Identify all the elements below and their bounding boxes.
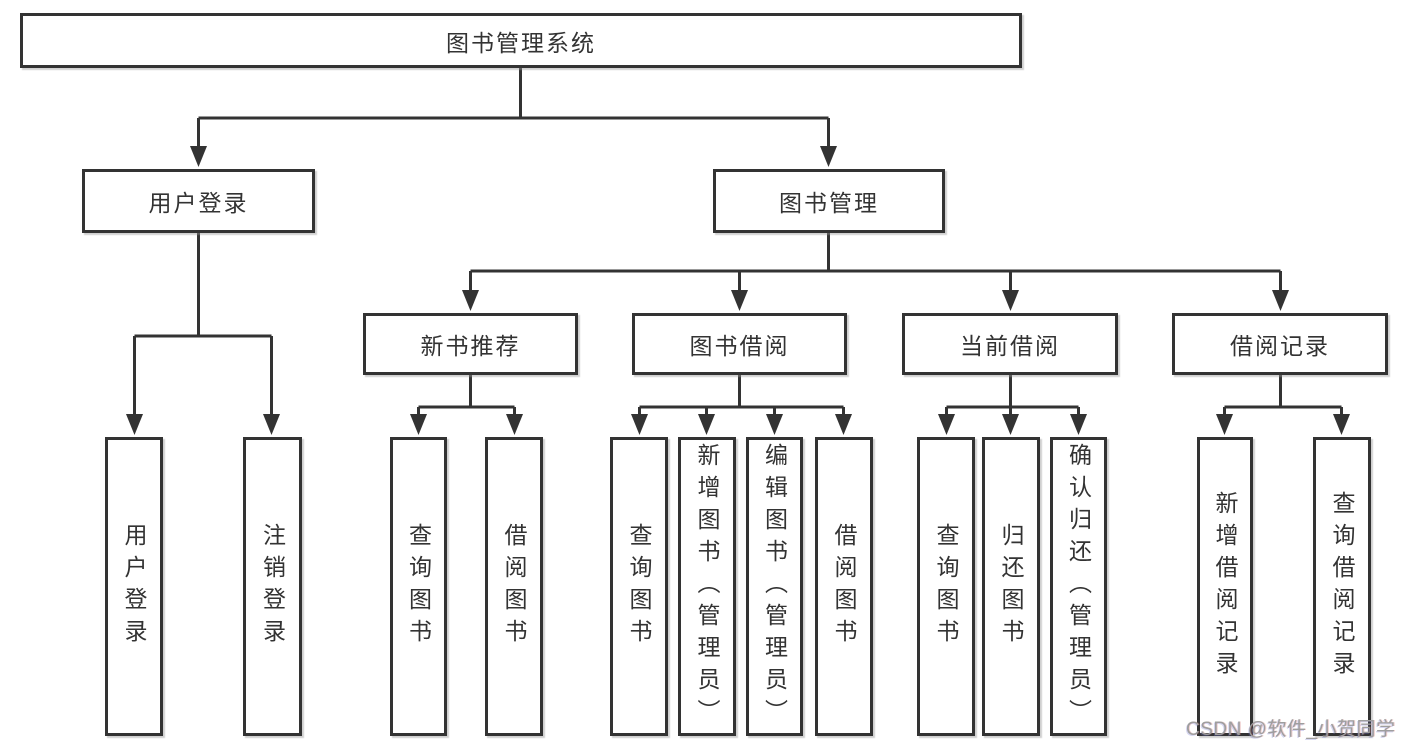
- leaf-add-borrowing-record: 新增借阅记录: [1197, 437, 1253, 736]
- node-user-login: 用户登录: [82, 169, 315, 233]
- arrowhead-down-icon: [1333, 414, 1350, 435]
- connector-current-borrowing: [945, 375, 1080, 418]
- node-label: 编辑图书（管理员）: [761, 442, 788, 731]
- connector-user-login: [133, 233, 273, 418]
- leaf-return-books: 归还图书: [982, 437, 1040, 736]
- node-library-management-system: 图书管理系统: [20, 13, 1022, 68]
- connector-new-book-recommendation: [417, 375, 516, 418]
- node-book-management: 图书管理: [713, 169, 945, 233]
- leaf-logout: 注销登录: [243, 437, 302, 736]
- arrowhead-down-icon: [506, 414, 523, 435]
- leaf-edit-book-admin: 编辑图书（管理员）: [746, 437, 803, 736]
- leaf-borrow-books-borrowing: 借阅图书: [815, 437, 873, 736]
- arrowhead-down-icon: [410, 414, 427, 435]
- connector-book-management: [469, 233, 1282, 294]
- arrowhead-down-icon: [263, 414, 280, 435]
- node-label: 图书管理: [779, 190, 879, 216]
- leaf-borrow-books-recommend: 借阅图书: [485, 437, 543, 736]
- leaf-query-books-recommend: 查询图书: [390, 437, 447, 736]
- node-current-borrowing: 当前借阅: [902, 313, 1118, 375]
- arrowhead-down-icon: [820, 146, 837, 167]
- node-label: 借阅记录: [1230, 333, 1330, 359]
- arrowhead-down-icon: [1070, 414, 1087, 435]
- connector-root: [197, 68, 830, 150]
- node-label: 新书推荐: [420, 333, 521, 359]
- node-book-borrowing: 图书借阅: [632, 313, 847, 375]
- arrowhead-down-icon: [938, 414, 955, 435]
- node-label: 查询图书: [405, 522, 432, 651]
- leaf-add-book-admin: 新增图书（管理员）: [678, 437, 736, 736]
- arrowhead-down-icon: [698, 414, 715, 435]
- node-new-book-recommendation: 新书推荐: [363, 313, 578, 375]
- node-label: 确认归还（管理员）: [1065, 442, 1092, 731]
- node-borrowing-records: 借阅记录: [1172, 313, 1388, 375]
- csdn-watermark: CSDN @软件_小贺同学: [1186, 719, 1396, 740]
- arrowhead-down-icon: [835, 414, 852, 435]
- leaf-query-borrowing-record: 查询借阅记录: [1313, 437, 1371, 736]
- leaf-confirm-return-admin: 确认归还（管理员）: [1050, 437, 1107, 736]
- node-label: 新增借阅记录: [1212, 490, 1238, 683]
- arrowhead-down-icon: [1002, 290, 1019, 311]
- node-label: 借阅图书: [501, 522, 527, 651]
- node-label: 用户登录: [121, 522, 147, 651]
- arrowhead-down-icon: [631, 414, 648, 435]
- connector-borrowing-records: [1223, 375, 1343, 418]
- arrowhead-down-icon: [1216, 414, 1233, 435]
- arrowhead-down-icon: [731, 290, 748, 311]
- node-label: 查询借阅记录: [1329, 490, 1355, 683]
- arrowhead-down-icon: [126, 414, 143, 435]
- node-label: 新增图书（管理员）: [694, 442, 720, 731]
- connector-book-borrowing: [638, 375, 845, 418]
- leaf-user-login: 用户登录: [105, 437, 163, 736]
- node-label: 当前借阅: [960, 333, 1060, 359]
- node-label: 图书管理系统: [446, 29, 596, 56]
- node-label: 归还图书: [998, 522, 1024, 651]
- node-label: 注销登录: [259, 522, 286, 651]
- arrowhead-down-icon: [1002, 414, 1019, 435]
- node-label: 图书借阅: [689, 333, 790, 359]
- arrowhead-down-icon: [462, 290, 479, 311]
- leaf-query-books-current: 查询图书: [917, 437, 975, 736]
- arrowhead-down-icon: [190, 146, 207, 167]
- node-label: 用户登录: [148, 190, 249, 216]
- node-label: 借阅图书: [831, 522, 857, 651]
- arrowhead-down-icon: [1272, 290, 1289, 311]
- node-label: 查询图书: [626, 522, 652, 651]
- node-label: 查询图书: [933, 522, 959, 651]
- leaf-query-books-borrowing: 查询图书: [610, 437, 668, 736]
- arrowhead-down-icon: [766, 414, 783, 435]
